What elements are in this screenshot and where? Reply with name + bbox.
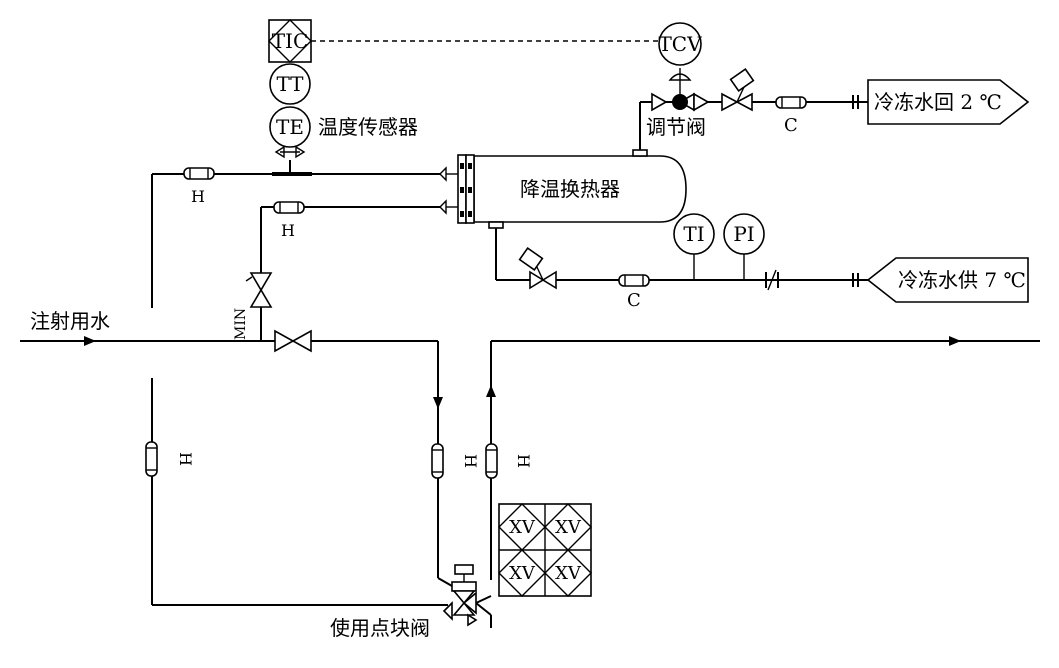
exchanger-label: 降温换热器 (520, 177, 620, 201)
heat-exchanger-icon[interactable] (439, 154, 687, 224)
hose-connector-icon (775, 96, 807, 109)
xv-tag: XV (555, 563, 582, 584)
wfi-main-line (20, 336, 1040, 587)
te-tag: TE (276, 115, 304, 139)
te-instrument-bubble-icon[interactable] (269, 106, 311, 148)
xv-tag: XV (509, 563, 536, 584)
hose-label-h: H (281, 221, 295, 240)
return-tag: 冷冻水回 2 ℃ (874, 90, 1002, 114)
min-diaphragm-valve-icon[interactable] (245, 272, 273, 308)
hose-connector-icon (431, 443, 444, 479)
main-diaphragm-valve-icon[interactable] (274, 329, 312, 353)
hose-label-h: H (191, 187, 205, 206)
return-off-page-connector-icon (867, 79, 1030, 125)
temp-sensor-label: 温度传感器 (318, 115, 418, 139)
coupling-label-c: C (627, 290, 641, 311)
tic-tag: TIC (272, 29, 309, 53)
supply-tag: 冷冻水供 7 ℃ (898, 268, 1026, 292)
wfi-label: 注射用水 (30, 309, 110, 333)
tt-tag: TT (276, 72, 304, 96)
hose-connector-icon (183, 167, 215, 180)
hose-label-h: H (461, 454, 480, 468)
pi-instrument-bubble-icon[interactable] (723, 213, 765, 255)
hose-connector-icon (618, 274, 650, 287)
xv-tag: XV (509, 517, 536, 538)
hose-connector-icon (145, 441, 158, 477)
nozzle-icon (632, 149, 648, 157)
hose-label-h: H (514, 454, 533, 468)
hose-connector-icon (485, 443, 498, 479)
check-valve-icon[interactable] (765, 269, 779, 291)
xv-tag: XV (555, 517, 582, 538)
hose-connector-icon (273, 201, 305, 214)
tcv-control-valve-icon[interactable] (651, 68, 710, 112)
pi-tag: PI (733, 222, 754, 246)
use-point-block-valve-icon[interactable] (442, 564, 492, 628)
return-block-valve-icon[interactable] (721, 67, 755, 112)
ti-instrument-bubble-icon[interactable] (673, 213, 715, 255)
supply-block-valve-icon[interactable] (518, 246, 557, 290)
tcv-tag: TCV (658, 32, 702, 56)
tt-instrument-bubble-icon[interactable] (269, 63, 311, 105)
left-bypass-line (151, 173, 448, 606)
point-valve-label: 使用点块阀 (330, 616, 430, 640)
tcv-instrument-bubble-icon[interactable] (658, 22, 702, 66)
xv-shared-display-icon[interactable] (498, 503, 592, 597)
control-valve-label: 调节阀 (646, 115, 706, 139)
min-label: MIN (233, 308, 249, 340)
nozzle-icon (488, 221, 504, 229)
hose-label-h: H (176, 452, 195, 466)
coupling-label-c: C (784, 115, 798, 136)
ti-tag: TI (683, 222, 704, 246)
te-tee-icon (272, 145, 312, 176)
supply-off-page-connector-icon (866, 257, 1029, 303)
